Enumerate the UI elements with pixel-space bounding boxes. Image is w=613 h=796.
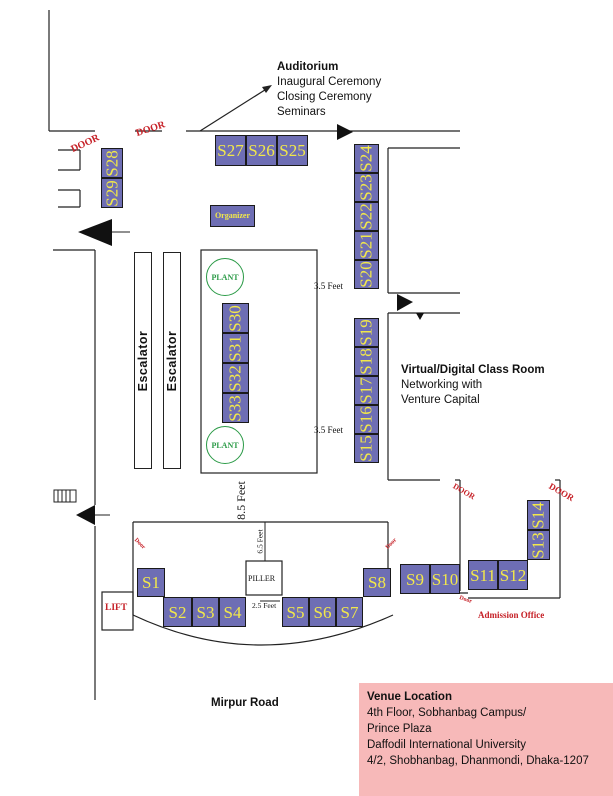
lift-label: LIFT — [105, 603, 128, 613]
escalator-left: Escalator — [134, 252, 152, 469]
stall-s26[interactable]: S26 — [246, 135, 277, 166]
stall-s27[interactable]: S27 — [215, 135, 246, 166]
stall-s13[interactable]: S13 — [527, 530, 550, 560]
auditorium-line-2: Closing Ceremony — [277, 91, 372, 103]
stall-s8[interactable]: S8 — [363, 568, 391, 597]
stall-s31[interactable]: S31 — [222, 333, 249, 363]
direction-arrow-right-top-icon — [337, 124, 353, 140]
stall-s30[interactable]: S30 — [222, 303, 249, 333]
venue-line-2: Prince Plaza — [367, 723, 432, 735]
measure-2-5: 2.5 Feet — [252, 601, 277, 610]
stall-s29[interactable]: S29 — [101, 178, 123, 208]
stall-s2[interactable]: S2 — [163, 597, 192, 627]
piller-label: PILLER — [248, 574, 276, 583]
stall-s10[interactable]: S10 — [430, 564, 460, 594]
road-label: Mirpur Road — [211, 697, 279, 709]
stall-s11[interactable]: S11 — [468, 560, 498, 590]
stall-s14[interactable]: S14 — [527, 500, 550, 530]
measure-8-5: 8.5 Feet — [233, 481, 248, 520]
measure-6-5: 6.5 Feet — [255, 529, 265, 554]
arrow-auditorium-icon — [262, 85, 272, 93]
classroom-line-1: Networking with — [401, 379, 483, 391]
auditorium-title: Auditorium — [277, 61, 339, 73]
stall-s18[interactable]: S18 — [354, 347, 379, 376]
auditorium-line-3: Seminars — [277, 106, 326, 118]
venue-line-3: Daffodil International University — [367, 739, 526, 751]
stall-s33[interactable]: S33 — [222, 393, 249, 423]
stall-s28[interactable]: S28 — [101, 148, 123, 178]
venue-line-1: 4th Floor, Sobhanbag Campus/ — [367, 707, 527, 719]
stall-s32[interactable]: S32 — [222, 363, 249, 393]
classroom-title: Virtual/Digital Class Room — [401, 364, 545, 376]
stall-s20[interactable]: S20 — [354, 260, 379, 289]
stall-s21[interactable]: S21 — [354, 231, 379, 260]
stall-s6[interactable]: S6 — [309, 597, 336, 627]
plant-top: PLANT — [206, 258, 244, 296]
stall-s19[interactable]: S19 — [354, 318, 379, 347]
stall-s15[interactable]: S15 — [354, 434, 379, 463]
stall-s17[interactable]: S17 — [354, 376, 379, 405]
stall-s16[interactable]: S16 — [354, 405, 379, 434]
stall-s7[interactable]: S7 — [336, 597, 363, 627]
direction-arrow-left-lower-icon — [76, 505, 95, 525]
stall-s25[interactable]: S25 — [277, 135, 308, 166]
venue-line-4: 4/2, Shobhanbag, Dhanmondi, Dhaka-1207 — [367, 755, 589, 767]
stall-s22[interactable]: S22 — [354, 202, 379, 231]
direction-arrow-right-mid-icon — [397, 294, 413, 311]
stall-s4[interactable]: S4 — [219, 597, 246, 627]
stall-s9[interactable]: S9 — [400, 564, 430, 594]
venue-location-box: Venue Location 4th Floor, Sobhanbag Camp… — [359, 683, 613, 796]
direction-arrow-down-icon — [416, 313, 424, 320]
escalator-right: Escalator — [163, 252, 181, 469]
plant-bottom: PLANT — [206, 426, 244, 464]
direction-arrow-left-icon — [78, 219, 112, 246]
auditorium-line-1: Inaugural Ceremony — [277, 76, 382, 88]
admission-office-label: Admission Office — [478, 610, 545, 620]
stall-s24[interactable]: S24 — [354, 144, 379, 173]
classroom-line-2: Venture Capital — [401, 394, 480, 406]
stall-s5[interactable]: S5 — [282, 597, 309, 627]
organizer-box[interactable]: Organizer — [210, 205, 255, 227]
stall-s12[interactable]: S12 — [498, 560, 528, 590]
venue-title: Venue Location — [367, 691, 452, 703]
measure-3-5-bottom: 3.5 Feet — [314, 425, 343, 435]
measure-3-5-top: 3.5 Feet — [314, 281, 343, 291]
stall-s23[interactable]: S23 — [354, 173, 379, 202]
stall-s3[interactable]: S3 — [192, 597, 219, 627]
stall-s1[interactable]: S1 — [137, 568, 165, 597]
